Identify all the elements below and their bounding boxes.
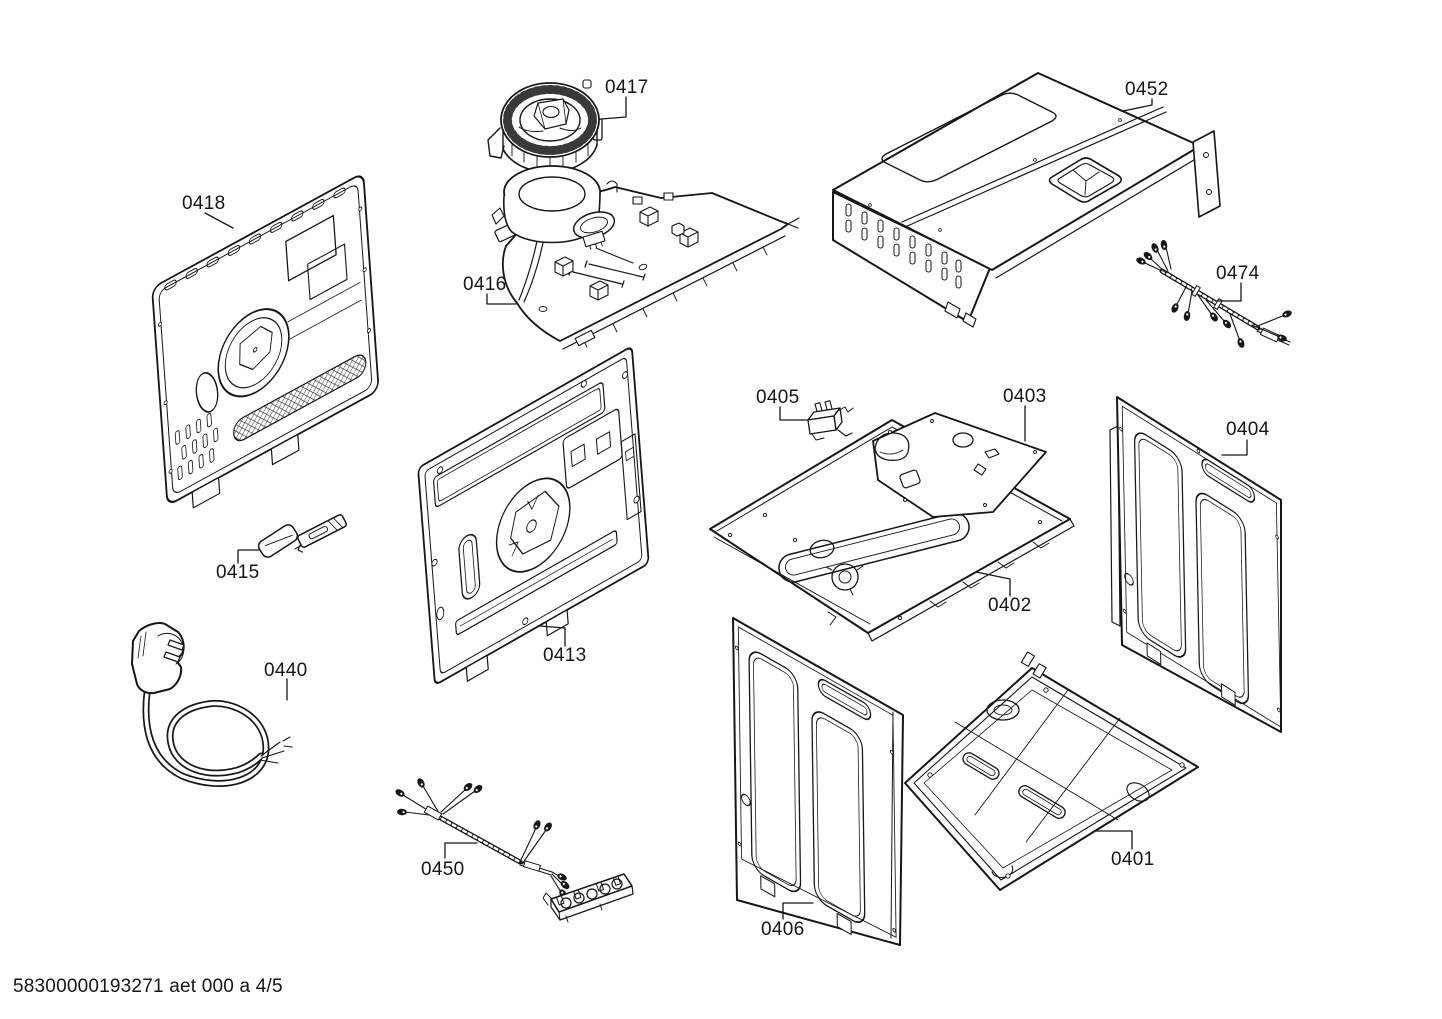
- part-drawing-switch: [807, 400, 854, 441]
- leader-0417: [600, 96, 627, 120]
- part-drawing-cable-harness: [1134, 238, 1294, 350]
- part-label-0405: 0405: [756, 387, 800, 408]
- part-drawing-side-panel-right: [1109, 396, 1282, 733]
- part-label-0415: 0415: [216, 562, 260, 583]
- part-label-0474: 0474: [1216, 263, 1260, 284]
- leader-0405: [779, 406, 809, 421]
- leader-0452: [1122, 98, 1153, 112]
- part-label-0401: 0401: [1111, 849, 1155, 870]
- part-drawing-top-panel-assembly: [491, 165, 800, 350]
- leader-lines: [204, 96, 1248, 920]
- leader-0450: [444, 842, 478, 859]
- part-label-0418: 0418: [182, 193, 226, 214]
- leader-0401: [1095, 830, 1133, 850]
- part-label-0440: 0440: [264, 660, 308, 681]
- leader-0418: [204, 212, 234, 229]
- part-label-0402: 0402: [988, 595, 1032, 616]
- part-drawing-side-panel-left: [732, 617, 904, 946]
- part-label-0413: 0413: [543, 645, 587, 666]
- part-drawing-wiring-harness: [393, 776, 634, 923]
- part-drawing-fan-impeller: [487, 79, 603, 174]
- part-label-0406: 0406: [761, 919, 805, 940]
- leader-0413: [539, 625, 566, 647]
- leader-0474: [1217, 282, 1242, 302]
- leader-0416: [486, 293, 517, 305]
- leader-0406: [782, 902, 814, 920]
- part-label-0416: 0416: [463, 274, 507, 295]
- document-footer: 58300000193271 aet 000 a 4/5: [13, 976, 283, 997]
- part-drawing-rear-inner-panel: [417, 347, 650, 684]
- leader-0415: [237, 549, 260, 564]
- part-label-0450: 0450: [421, 859, 465, 880]
- part-drawing-rear-outer-panel: [151, 175, 379, 509]
- part-label-0404: 0404: [1226, 419, 1270, 440]
- part-drawing-sensor-clip: [257, 514, 347, 558]
- leader-0404: [1221, 439, 1248, 456]
- part-drawing-bottom-panel: [904, 651, 1199, 891]
- part-label-0403: 0403: [1003, 386, 1047, 407]
- part-drawing-top-cover: [832, 72, 1221, 328]
- part-drawing-power-cord: [131, 621, 293, 787]
- part-label-0417: 0417: [605, 77, 649, 98]
- part-drawing-cover-plate: [872, 412, 1047, 518]
- part-label-0452: 0452: [1125, 79, 1169, 100]
- leader-0402: [975, 571, 1011, 597]
